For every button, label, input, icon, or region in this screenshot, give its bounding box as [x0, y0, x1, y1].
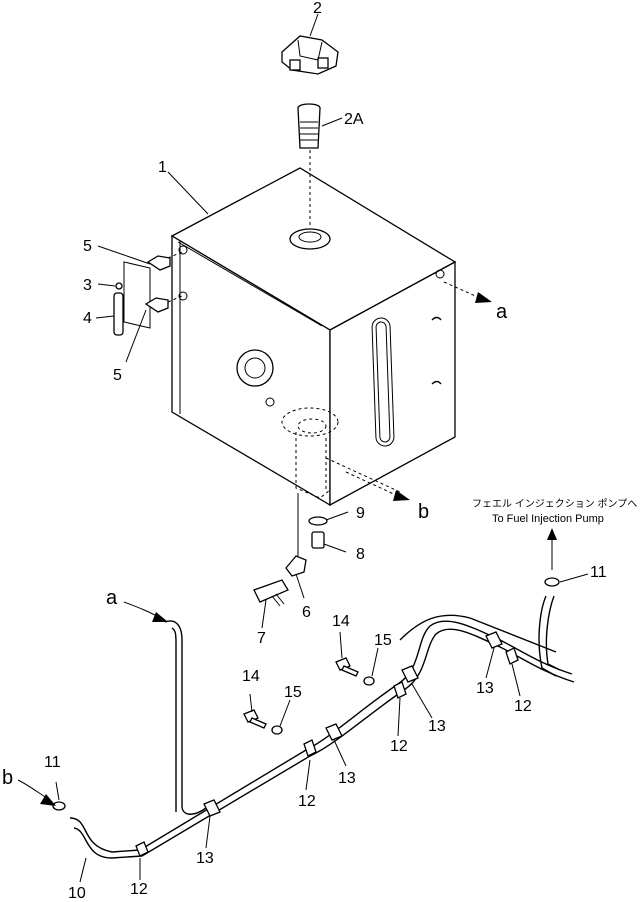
fuel-line: [69, 595, 575, 859]
destination-english: To Fuel Injection Pump: [492, 513, 604, 525]
leader-lines: [55, 13, 589, 883]
callout-washer-15-b: 15: [284, 684, 302, 701]
callout-clip-11-right: 11: [590, 564, 607, 581]
callout-hose-10: 10: [68, 885, 86, 902]
callout-clamp-12-c: 12: [390, 738, 408, 755]
callout-washer-9: 9: [356, 505, 365, 522]
callout-washer-15-a: 15: [374, 632, 392, 649]
fuel-tank: [170, 167, 457, 507]
level-gauge-parts: [113, 251, 183, 336]
destination-japanese: フェエル インジェクション ポンプへ: [472, 498, 637, 510]
tank-cap: [281, 35, 339, 75]
callout-clamp-12-a: 12: [130, 881, 148, 898]
callout-clamp-13-c: 13: [428, 718, 446, 735]
strainer: [297, 103, 321, 149]
callout-elbow-upper: 5: [83, 238, 92, 255]
callout-elbow-lower: 5: [113, 367, 122, 384]
callout-cock-7: 7: [257, 630, 266, 647]
callout-strainer: 2A: [344, 111, 364, 128]
bolts-and-washers: [243, 657, 375, 735]
connection-label-b-pipe: b: [2, 767, 13, 789]
connection-label-a-pipe: a: [106, 587, 118, 609]
callout-level-gauge: 4: [83, 310, 92, 327]
callout-bolt-14-a: 14: [332, 613, 350, 630]
callout-clamp-13-b: 13: [338, 770, 356, 787]
callout-plug-8: 8: [356, 546, 365, 563]
callout-cap: 2: [313, 0, 322, 17]
connection-label-a-tank: a: [496, 301, 508, 323]
drain-parts: [253, 493, 328, 607]
callout-clamp-12-b: 12: [298, 793, 316, 810]
connection-arrows: [17, 281, 557, 806]
pipe-clamps: [52, 577, 560, 857]
callout-tank: 1: [158, 159, 167, 176]
connection-label-b-tank: b: [418, 501, 429, 523]
callout-bolt-14-b: 14: [242, 668, 260, 685]
callout-clamp-12-d: 12: [514, 698, 532, 715]
callout-clamp-13-d: 13: [476, 680, 494, 697]
callout-level-gauge-pin: 3: [83, 277, 92, 294]
callout-fitting-6: 6: [302, 604, 311, 621]
callout-clip-11-left: 11: [44, 754, 61, 771]
callout-clamp-13-a: 13: [196, 850, 214, 867]
